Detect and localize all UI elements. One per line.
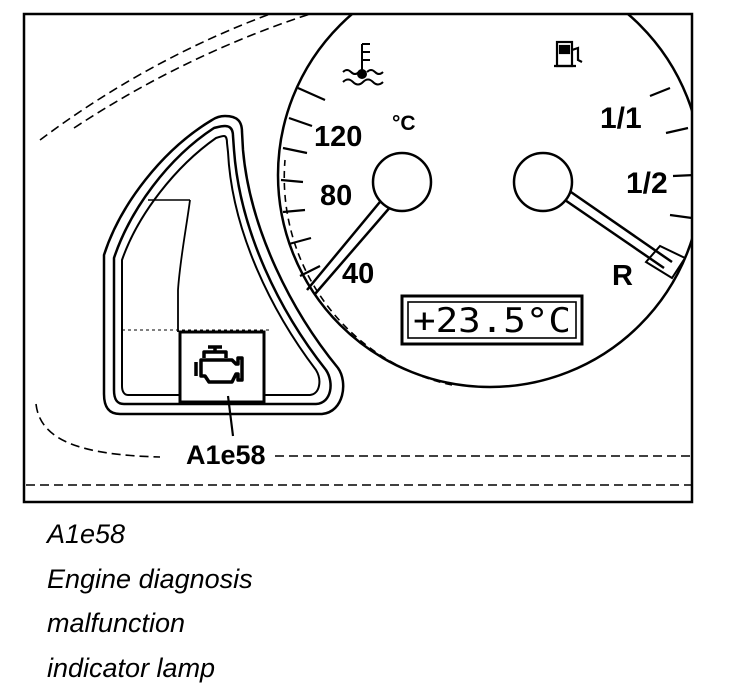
temp-label-40: 40 (342, 258, 374, 290)
fuel-label-full: 1/1 (600, 102, 642, 135)
coolant-temperature-icon (342, 43, 384, 86)
temp-scale-ticks (280, 86, 326, 277)
indicator-callout-label: A1e58 (186, 440, 266, 470)
temp-unit-label: °C (392, 112, 416, 135)
fuel-needle (512, 151, 673, 270)
temp-needle (306, 151, 433, 295)
indicator-window (102, 114, 345, 416)
temperature-display-value: +23.5°C (413, 301, 571, 341)
gauge-dial (276, 14, 692, 389)
cluster-outline (26, 14, 692, 486)
fuel-scale-ticks (649, 86, 692, 220)
engine-check-icon (194, 345, 244, 384)
engine-check-lamp (178, 330, 266, 437)
caption-line: malfunction (47, 608, 186, 638)
caption-line: Engine diagnosis (47, 563, 253, 594)
fuel-label-reserve: R (612, 260, 633, 292)
fuel-pump-icon (554, 40, 583, 68)
temp-label-80: 80 (320, 180, 352, 212)
temperature-display: +23.5°C (400, 294, 584, 346)
figure-frame (22, 12, 694, 504)
fuel-label-half: 1/2 (626, 167, 668, 200)
indicator-grid (122, 199, 270, 332)
callout-leader (226, 395, 235, 437)
figure-caption: A1e58 Engine diagnosis malfunction indic… (47, 512, 687, 690)
caption-code: A1e58 (47, 519, 126, 549)
caption-line: indicator lamp (47, 652, 216, 683)
temp-label-120: 120 (314, 121, 362, 153)
